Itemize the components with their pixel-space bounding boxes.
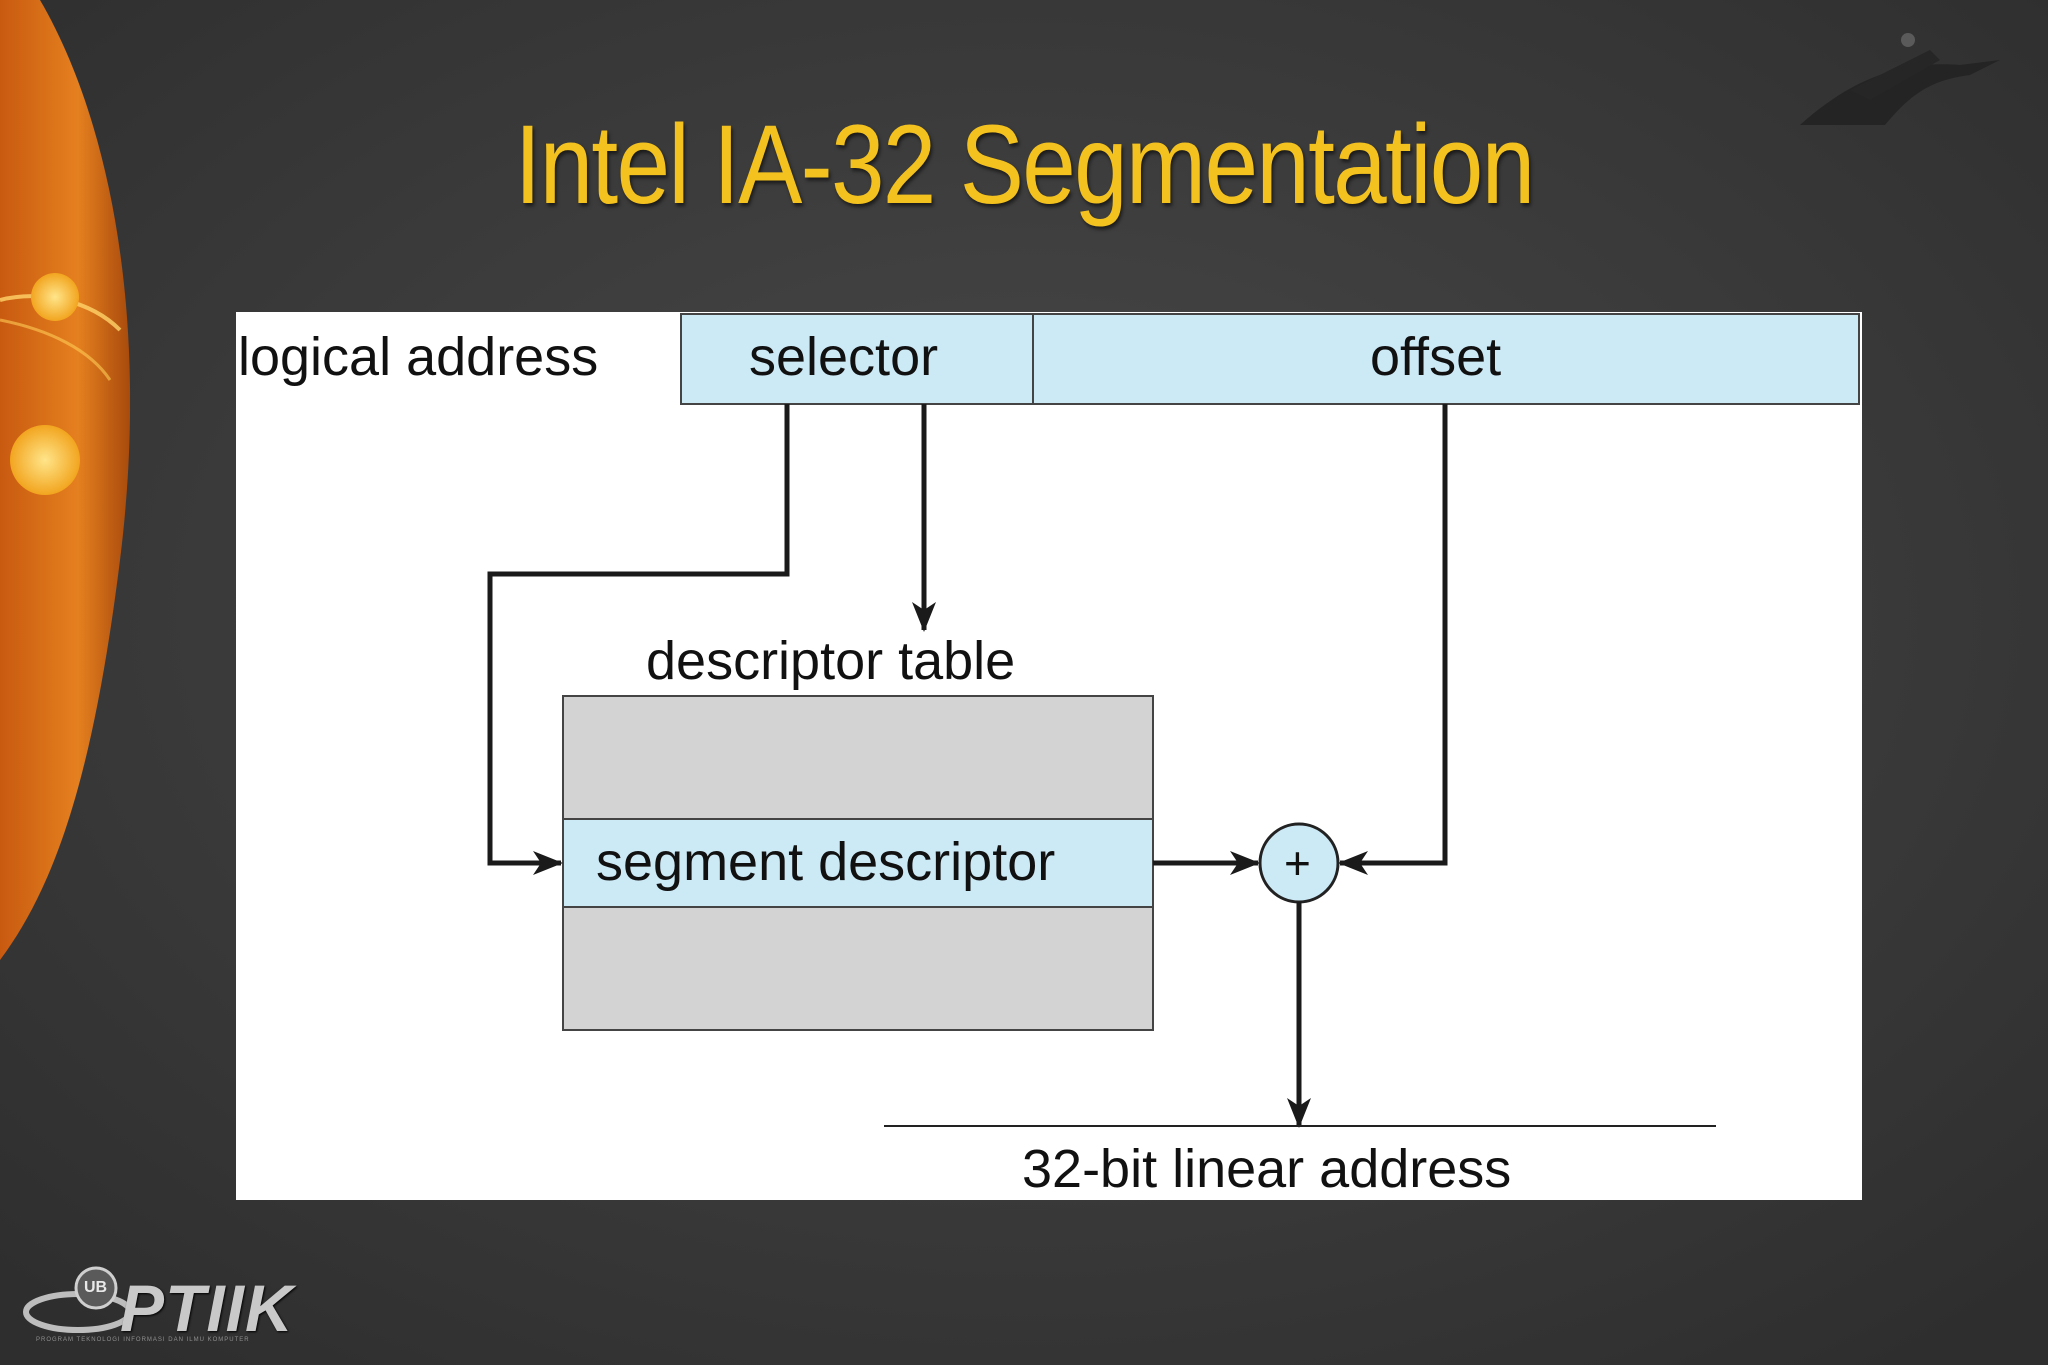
ptiik-badge: UB xyxy=(84,1279,108,1296)
glow-dot-lower xyxy=(10,425,80,495)
institution-emblem-icon xyxy=(1800,33,2000,125)
selector-field xyxy=(680,313,1034,405)
offset-to-adder-path xyxy=(1338,404,1448,875)
descriptor-table-label: descriptor table xyxy=(646,631,1016,691)
segment-descriptor-label: segment descriptor xyxy=(596,832,1056,892)
logical-address-label: logical address xyxy=(238,327,599,387)
offset-field xyxy=(1032,313,1860,405)
slide-title: Intel IA-32 Segmentation xyxy=(514,102,1536,227)
segment-descriptor-row xyxy=(562,818,1154,908)
adder-symbol: + xyxy=(1284,837,1311,889)
selector-to-descriptor-path xyxy=(487,404,790,875)
ptiik-logo-icon xyxy=(23,1266,133,1333)
ptiik-tagline: PROGRAM TEKNOLOGI INFORMASI DAN ILMU KOM… xyxy=(36,1337,250,1343)
selector-label: selector xyxy=(749,327,939,387)
segmentation-diagram: logical address selector offset descript… xyxy=(236,312,1862,1200)
linear-address-label: 32-bit linear address xyxy=(1022,1139,1512,1199)
glow-dot-upper xyxy=(31,273,79,321)
ptiik-logo-text: PTIIK xyxy=(120,1271,294,1345)
diagram-canvas xyxy=(236,312,1862,1200)
offset-label: offset xyxy=(1370,327,1502,387)
